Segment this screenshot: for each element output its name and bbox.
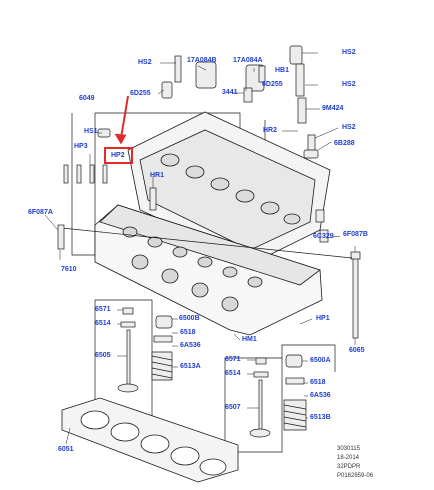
- highlight-box: [104, 147, 133, 164]
- callout-6a536: 6A536: [310, 392, 331, 399]
- callout-6507: 6507: [225, 404, 241, 411]
- callout-6f087b: 6F087B: [343, 231, 368, 238]
- callout-6051: 6051: [58, 446, 74, 453]
- callout-hp1: HP1: [316, 315, 330, 322]
- callout-6500a: 6500A: [310, 357, 331, 364]
- callout-hm1: HM1: [242, 336, 257, 343]
- lower-bracket-line: [281, 344, 336, 372]
- callout-17a084a: 17A084A: [233, 57, 263, 64]
- callout-6518: 6518: [180, 329, 196, 336]
- highlight-arrow: [114, 95, 129, 145]
- top-hardware: [57, 45, 329, 250]
- callout-hp2: HP2: [111, 152, 125, 159]
- head-gasket: [61, 397, 239, 483]
- valve-group-left: [117, 307, 173, 393]
- callout-6f087a: 6F087A: [28, 209, 53, 216]
- callout-6514: 6514: [225, 370, 241, 377]
- callout-6049: 6049: [79, 95, 95, 102]
- callout-hp3: HP3: [74, 143, 88, 150]
- callout-6d255: 6D255: [262, 81, 283, 88]
- callout-6571: 6571: [225, 356, 241, 363]
- callout-3441: 3441: [222, 89, 238, 96]
- callout-6c329: 6C329: [313, 233, 334, 240]
- footer-line-1: 3030115: [337, 446, 360, 452]
- callout-hr2: HR2: [263, 127, 278, 134]
- callout-hs2: HS2: [342, 81, 356, 88]
- footer-line-3: 32PDPR: [337, 464, 361, 470]
- upper-bracket-line: [71, 112, 241, 256]
- callout-9m424: 9M424: [322, 105, 344, 112]
- callout-6b288: 6B288: [334, 140, 355, 147]
- callout-6a536: 6A536: [180, 342, 201, 349]
- callout-6d255: 6D255: [130, 90, 151, 97]
- callout-6505: 6505: [95, 352, 111, 359]
- callout-17a084b: 17A084B: [187, 57, 217, 64]
- callout-6571: 6571: [95, 306, 111, 313]
- footer-line-2: 18-2014: [337, 455, 360, 461]
- callout-6514: 6514: [95, 320, 111, 327]
- callout-hs2: HS2: [342, 49, 356, 56]
- callout-6518: 6518: [310, 379, 326, 386]
- callout-6513a: 6513A: [180, 363, 201, 370]
- callout-hb1: HB1: [275, 67, 290, 74]
- footer-line-4: P0162859-06: [337, 473, 374, 479]
- callout-hs1: HS1: [84, 128, 98, 135]
- callout-hs2: HS2: [138, 59, 152, 66]
- callout-hr1: HR1: [150, 172, 165, 179]
- callout-6065: 6065: [349, 347, 365, 354]
- leader-lines: [44, 52, 356, 445]
- callout-7610: 7610: [61, 266, 77, 273]
- callout-hs2: HS2: [342, 124, 356, 131]
- callout-6513b: 6513B: [310, 414, 331, 421]
- valve-group-right: [249, 354, 307, 438]
- head-bolts: [61, 227, 361, 339]
- callout-6500b: 6500B: [179, 315, 200, 322]
